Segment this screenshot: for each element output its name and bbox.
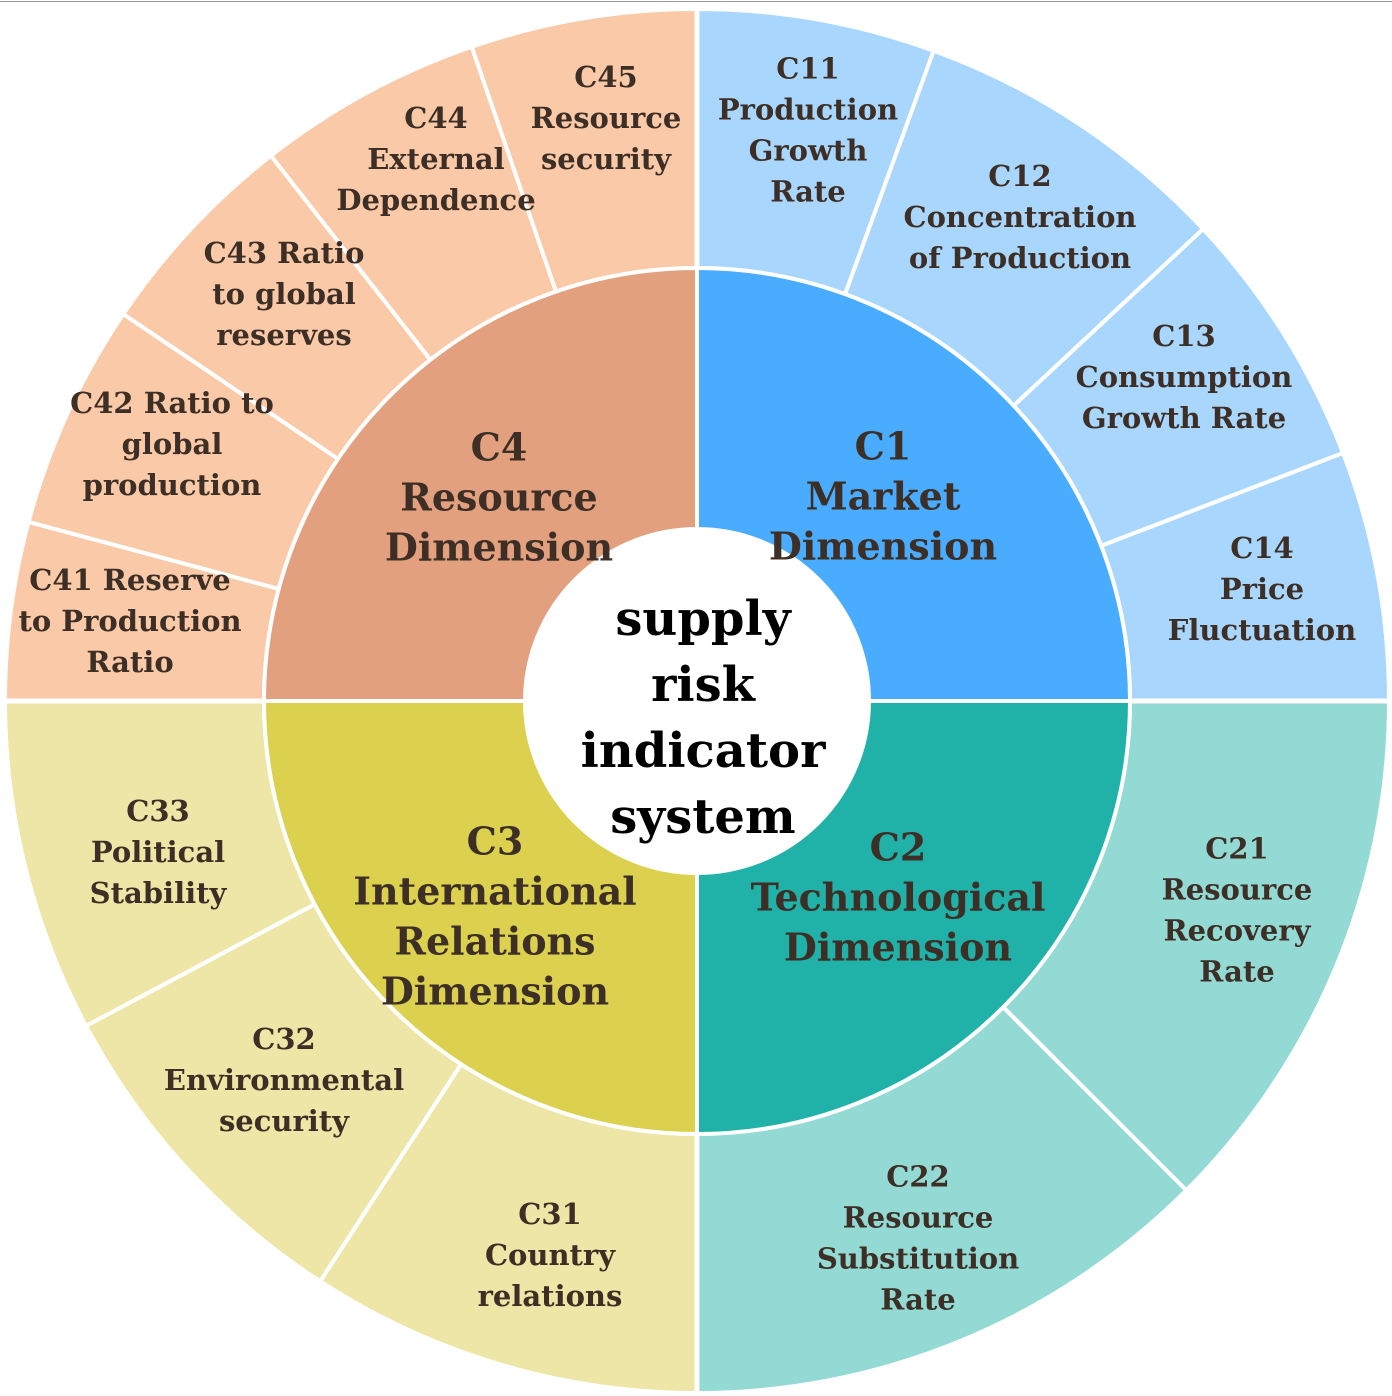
indicator-label-c42-line: C42 Ratio to	[70, 386, 274, 420]
indicator-label-c32-line: Environmental	[164, 1063, 404, 1097]
indicator-label-c12-line: of Production	[909, 241, 1131, 275]
indicator-label-c31-line: C31	[518, 1197, 581, 1231]
indicator-label-c11-line: Production	[718, 93, 898, 127]
indicator-label-c43-line: reserves	[216, 318, 351, 352]
indicator-label-c21-line: C21	[1205, 832, 1268, 866]
indicator-label-c45-line: C45	[574, 60, 637, 94]
indicator-label-c44-line: Dependence	[336, 183, 535, 217]
indicator-label-c13-line: Consumption	[1076, 360, 1293, 394]
indicator-label-c31-line: relations	[478, 1279, 623, 1313]
dimension-label-c3-line: International	[353, 869, 636, 914]
dimension-label-c2-line: C2	[870, 825, 927, 870]
dimension-label-c1-line: Dimension	[769, 524, 997, 569]
outer-ring	[2, 6, 1392, 1396]
indicator-label-c11-line: C11	[776, 52, 839, 86]
dimension-label-c3-line: C3	[467, 819, 524, 864]
indicator-label-c43: C43 Ratio to global reserves	[204, 236, 365, 352]
indicator-label-c42-line: global	[122, 427, 223, 461]
indicator-label-c33-line: Political	[91, 835, 225, 869]
dimension-label-c3-line: Dimension	[381, 969, 609, 1014]
indicator-label-c32-line: security	[219, 1104, 350, 1138]
dimension-label-c4-line: Dimension	[385, 525, 613, 570]
dimension-label-c3-line: Relations	[394, 919, 595, 964]
indicator-label-c31-line: Country	[485, 1238, 616, 1272]
dimension-label-c1-line: Market	[806, 474, 961, 519]
indicator-label-c42-line: production	[83, 468, 262, 502]
indicator-label-c33-line: Stability	[90, 876, 228, 910]
indicator-label-c41-line: to Production	[18, 604, 241, 638]
indicator-label-c12-line: C12	[988, 159, 1051, 193]
indicator-label-c11-line: Growth	[749, 134, 868, 168]
indicator-label-c33-line: C33	[126, 794, 189, 828]
indicator-label-c43-line: to global	[212, 277, 356, 311]
center-label: supply risk indicator system	[581, 591, 826, 845]
indicator-label-c42: C42 Ratio to global production	[70, 386, 274, 502]
indicator-label-c13-line: C13	[1152, 319, 1215, 353]
dimension-label-c2-line: Dimension	[784, 925, 1012, 970]
indicator-label-c14-line: C14	[1230, 531, 1293, 565]
indicator-label-c13-line: Growth Rate	[1082, 401, 1286, 435]
center-label-line: supply	[615, 591, 792, 647]
center-hub	[525, 529, 869, 873]
indicator-label-c14-line: Price	[1220, 572, 1304, 606]
indicator-label-c22-line: Substitution	[817, 1242, 1019, 1276]
indicator-label-c44-line: C44	[404, 101, 467, 135]
indicator-label-c11-line: Rate	[770, 175, 845, 209]
indicator-label-c12-line: Concentration	[903, 200, 1136, 234]
indicator-label-c22-line: Rate	[880, 1283, 955, 1317]
center-label-line: risk	[651, 657, 757, 713]
indicator-label-c45-line: security	[541, 142, 672, 176]
indicator-label-c22-line: C22	[886, 1160, 949, 1194]
center-circle	[525, 529, 869, 873]
dimension-label-c1-line: C1	[855, 424, 912, 469]
indicator-label-c21-line: Recovery	[1164, 914, 1312, 948]
indicator-label-c21-line: Resource	[1162, 873, 1313, 907]
dimension-label-c4-line: C4	[471, 425, 528, 470]
indicator-label-c45-line: Resource	[531, 101, 682, 135]
center-label-line: indicator	[581, 723, 826, 779]
indicator-label-c21-line: Rate	[1199, 955, 1274, 989]
dimension-label-c4-line: Resource	[400, 475, 597, 520]
indicator-label-c14-line: Fluctuation	[1168, 613, 1356, 647]
dimension-label-c2-line: Technological	[751, 875, 1046, 920]
indicator-label-c44-line: External	[367, 142, 504, 176]
indicator-label-c41-line: C41 Reserve	[29, 563, 230, 597]
indicator-label-c22-line: Resource	[843, 1201, 994, 1235]
indicator-label-c32-line: C32	[252, 1022, 315, 1056]
center-label-line: system	[610, 789, 795, 845]
indicator-label-c43-line: C43 Ratio	[204, 236, 365, 270]
indicator-label-c41-line: Ratio	[86, 645, 173, 679]
